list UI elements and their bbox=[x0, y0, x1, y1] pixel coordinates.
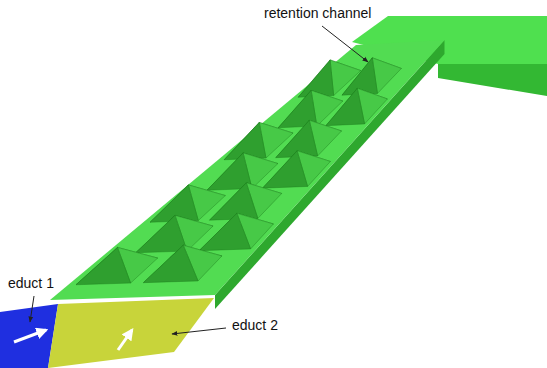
flow-arrow bbox=[14, 330, 46, 342]
pyramid-element bbox=[263, 151, 331, 188]
pyramid-element bbox=[136, 215, 213, 252]
pyramid-face bbox=[326, 88, 365, 125]
pyramid-face bbox=[76, 247, 131, 284]
pyramid-face bbox=[199, 213, 250, 250]
leader-line bbox=[322, 26, 368, 62]
channel-floor bbox=[50, 40, 445, 300]
educt-2-inlet bbox=[48, 298, 214, 368]
flow-arrow bbox=[118, 330, 132, 350]
pyramid-face bbox=[136, 215, 187, 252]
educt-1-inlet bbox=[0, 304, 58, 368]
channel-side-face bbox=[438, 64, 547, 96]
pyramid-element bbox=[210, 183, 282, 220]
pyramid-element bbox=[76, 247, 158, 284]
pyramid-face bbox=[210, 183, 258, 220]
part-label: educt 2 bbox=[232, 318, 278, 333]
part-label: retention channel bbox=[264, 6, 371, 21]
part-label: educt 1 bbox=[8, 276, 54, 291]
pyramid-element bbox=[276, 120, 342, 157]
pyramid-face bbox=[143, 245, 198, 282]
pyramid-face bbox=[263, 151, 308, 188]
pyramid-element bbox=[199, 213, 273, 250]
pyramid-element bbox=[342, 58, 401, 95]
pyramid-element bbox=[143, 245, 221, 282]
pyramid-face bbox=[298, 60, 333, 97]
pyramid-element bbox=[326, 88, 387, 125]
channel-side-face bbox=[215, 40, 445, 309]
leader-line bbox=[30, 296, 34, 322]
leader-line bbox=[172, 328, 226, 334]
mixing-channel bbox=[50, 40, 445, 309]
